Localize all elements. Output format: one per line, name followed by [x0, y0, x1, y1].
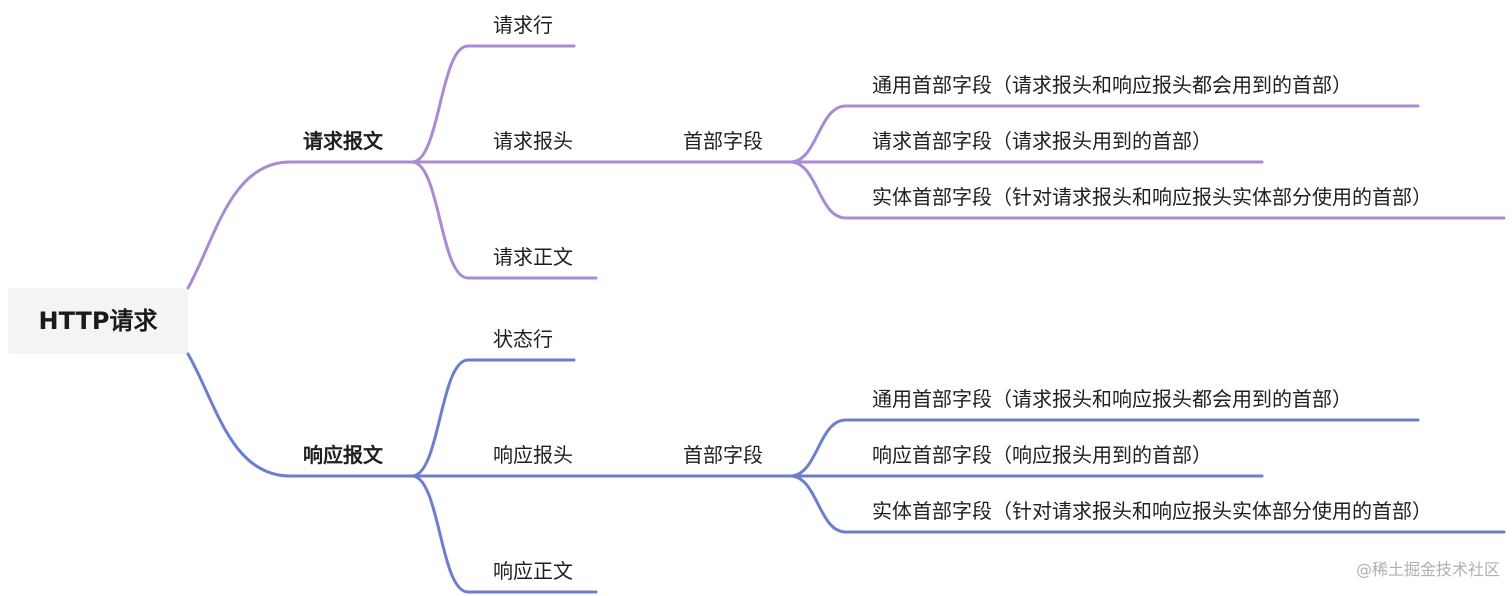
connector-request-body	[410, 160, 598, 280]
request-body-node[interactable]: 请求正文	[493, 245, 573, 269]
request-field-general-node[interactable]: 通用首部字段（请求报头和响应报头都会用到的首部）	[872, 73, 1352, 97]
connector-root-request	[186, 160, 414, 290]
response-body-node[interactable]: 响应正文	[493, 559, 573, 583]
status-line-node[interactable]: 状态行	[493, 327, 553, 351]
request-header-field-node[interactable]: 首部字段	[683, 129, 763, 153]
request-line-node[interactable]: 请求行	[493, 13, 553, 37]
response-header-field-node[interactable]: 首部字段	[683, 443, 763, 467]
response-field-response-node[interactable]: 响应首部字段（响应报头用到的首部）	[872, 443, 1212, 467]
root-node[interactable]	[8, 288, 188, 354]
watermark: @稀土掘金技术社区	[1355, 560, 1500, 579]
connector-request-line	[410, 44, 576, 164]
connector-response-field-3	[788, 474, 1506, 534]
response-field-entity-node[interactable]: 实体首部字段（针对请求报头和响应报头实体部分使用的首部）	[872, 499, 1432, 523]
request-field-request-node[interactable]: 请求首部字段（请求报头用到的首部）	[872, 129, 1212, 153]
request-message-node[interactable]: 请求报文	[303, 129, 383, 153]
response-field-general-node[interactable]: 通用首部字段（请求报头和响应报头都会用到的首部）	[872, 387, 1352, 411]
connector-request-field-3	[788, 160, 1506, 220]
connector-request-field-1	[788, 104, 1420, 164]
root-node-label: HTTP请求	[38, 307, 158, 335]
request-header-node[interactable]: 请求报头	[493, 129, 573, 153]
response-header-node[interactable]: 响应报头	[493, 443, 573, 467]
request-field-entity-node[interactable]: 实体首部字段（针对请求报头和响应报头实体部分使用的首部）	[872, 185, 1432, 209]
connector-response-field-1	[788, 418, 1420, 478]
connector-response-line	[410, 358, 576, 478]
response-message-node[interactable]: 响应报文	[303, 443, 383, 467]
connector-response-body	[410, 474, 598, 594]
connector-root-response	[186, 352, 414, 478]
